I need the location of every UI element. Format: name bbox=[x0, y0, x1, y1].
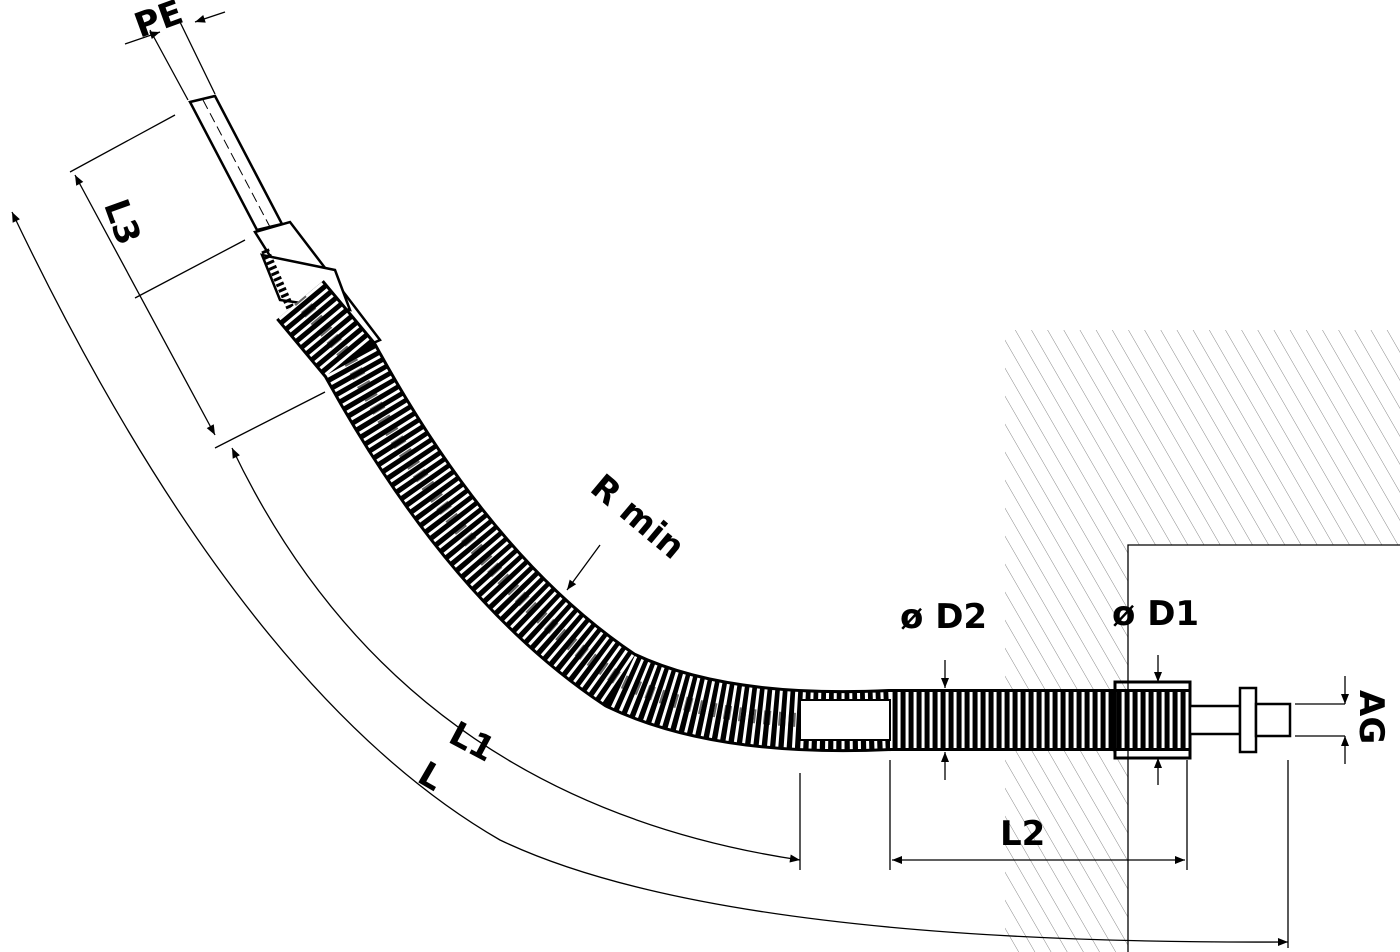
wall-hatching bbox=[1005, 330, 1400, 952]
label-l3: L3 bbox=[95, 194, 148, 250]
label-l2: L2 bbox=[1000, 814, 1045, 854]
threaded-nipple bbox=[1188, 686, 1345, 754]
label-d2: ø D2 bbox=[900, 597, 987, 637]
label-d1: ø D1 bbox=[1112, 594, 1199, 634]
pe-pipe bbox=[188, 94, 284, 232]
label-l: L bbox=[411, 754, 450, 799]
dimension-lines bbox=[11, 11, 1349, 948]
label-r-min: R min bbox=[583, 467, 692, 568]
label-ag: AG bbox=[1351, 690, 1391, 744]
